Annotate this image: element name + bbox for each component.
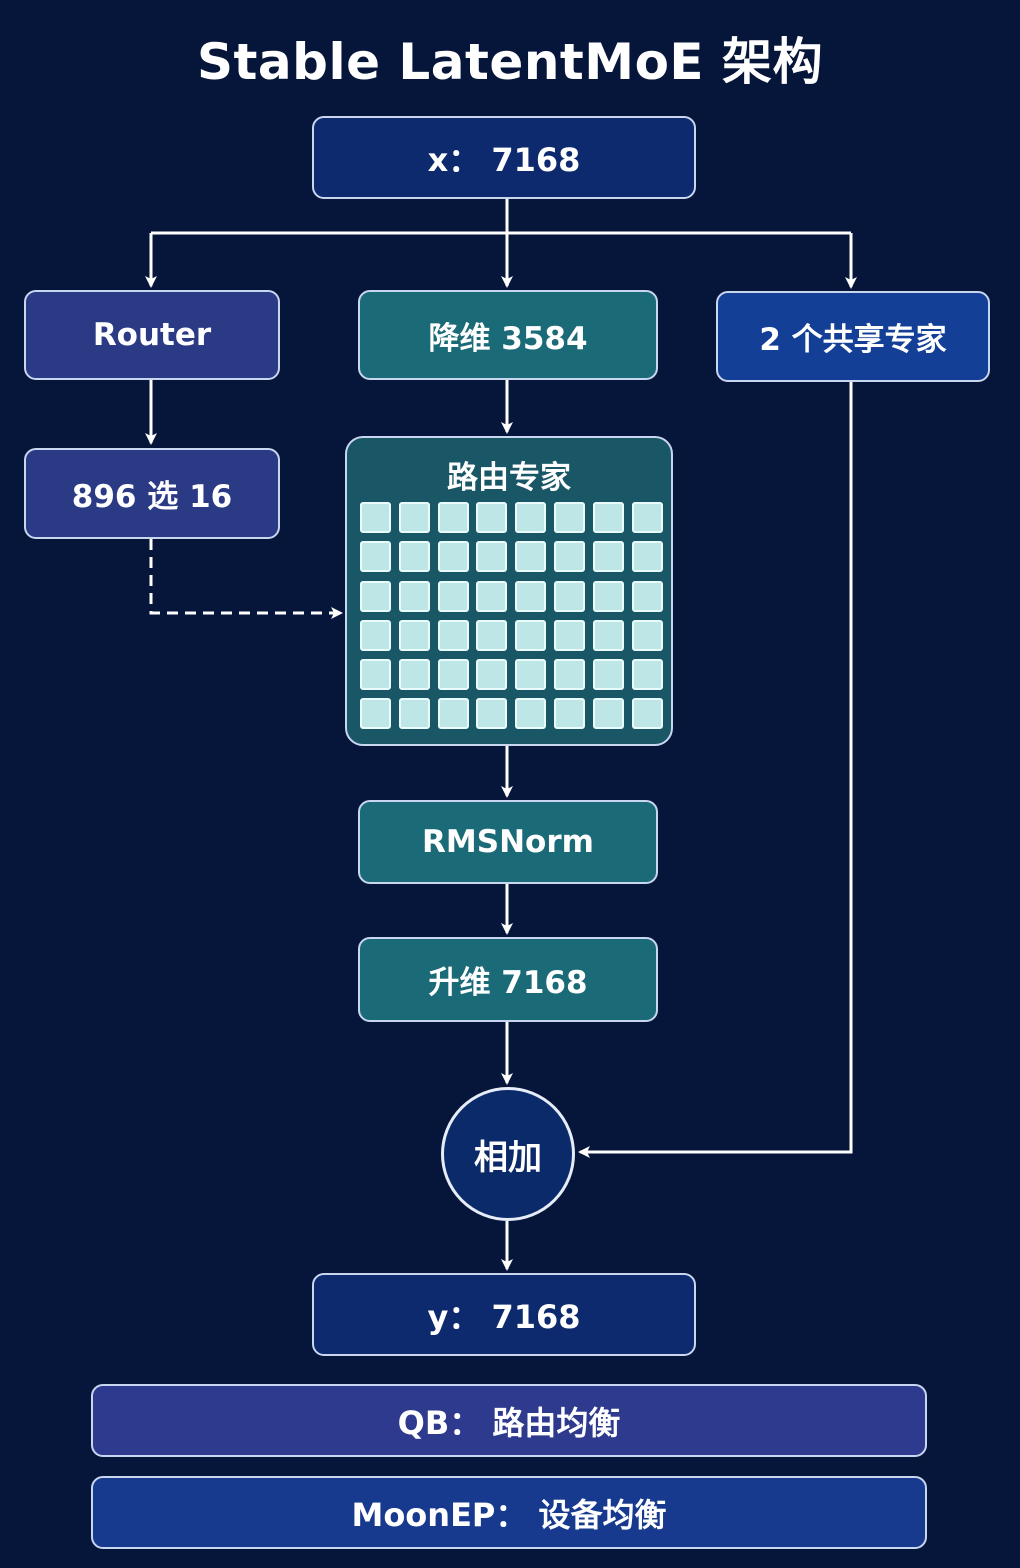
- expert-cell: [553, 659, 585, 691]
- expert-cell: [631, 502, 663, 533]
- topk-label: 896 选 16: [71, 479, 233, 515]
- expert-cell: [360, 619, 391, 651]
- expert-cell: [437, 619, 469, 651]
- expert-cell: [592, 541, 624, 573]
- output-label: y： 7168: [427, 1297, 581, 1336]
- expert-cell: [398, 580, 430, 612]
- add-node: 相加: [441, 1087, 575, 1221]
- expert-cell: [476, 541, 508, 573]
- add-label: 相加: [474, 1137, 542, 1178]
- expert-cell: [553, 502, 585, 533]
- shared-experts-label: 2 个共享专家: [759, 322, 947, 358]
- expert-cell: [398, 502, 430, 533]
- rmsnorm-label: RMSNorm: [422, 824, 594, 860]
- output-node: y： 7168: [312, 1273, 696, 1356]
- expert-cell: [398, 619, 430, 651]
- expert-cell: [592, 502, 624, 533]
- router-node: Router: [24, 290, 280, 380]
- expert-cell: [553, 541, 585, 573]
- expert-cell: [553, 698, 585, 730]
- expert-cell: [437, 698, 469, 730]
- routed-experts-label: 路由专家: [447, 460, 571, 496]
- expert-cell: [553, 580, 585, 612]
- expert-cell: [476, 619, 508, 651]
- up-proj-label: 升维 7168: [428, 965, 588, 1001]
- shared-experts-node: 2 个共享专家: [716, 291, 990, 382]
- rmsnorm-node: RMSNorm: [358, 800, 658, 884]
- expert-cell: [631, 580, 663, 612]
- expert-cell: [592, 659, 624, 691]
- moonep-label: MoonEP： 设备均衡: [351, 1495, 667, 1534]
- arrow-topk-experts-dashed: [149, 539, 343, 619]
- expert-cell: [592, 698, 624, 730]
- topk-node: 896 选 16: [24, 448, 280, 539]
- expert-cell: [515, 502, 547, 533]
- expert-cell: [592, 619, 624, 651]
- expert-cell: [398, 698, 430, 730]
- arrow-shared-add: [578, 381, 853, 1158]
- expert-cell: [476, 659, 508, 691]
- expert-cell: [437, 580, 469, 612]
- down-proj-node: 降维 3584: [358, 290, 658, 380]
- expert-cell: [476, 502, 508, 533]
- expert-cell: [631, 698, 663, 730]
- expert-cell: [360, 659, 391, 691]
- expert-cell: [631, 619, 663, 651]
- router-label: Router: [92, 317, 212, 353]
- qb-label: QB： 路由均衡: [397, 1403, 621, 1442]
- expert-cell: [437, 659, 469, 691]
- expert-cell: [515, 619, 547, 651]
- expert-cell: [515, 541, 547, 573]
- expert-cell: [553, 619, 585, 651]
- input-node: x： 7168: [312, 116, 696, 199]
- expert-cell: [437, 502, 469, 533]
- up-proj-node: 升维 7168: [358, 937, 658, 1022]
- expert-grid: [360, 502, 663, 730]
- down-proj-label: 降维 3584: [428, 320, 588, 357]
- expert-cell: [360, 580, 391, 612]
- expert-cell: [592, 580, 624, 612]
- expert-cell: [515, 580, 547, 612]
- expert-cell: [515, 698, 547, 730]
- moonep-footer-bar: MoonEP： 设备均衡: [91, 1476, 927, 1549]
- page-title: Stable LatentMoE 架构: [197, 33, 823, 91]
- expert-cell: [437, 541, 469, 573]
- expert-cell: [360, 698, 391, 730]
- expert-cell: [360, 541, 391, 573]
- expert-cell: [476, 698, 508, 730]
- qb-footer-bar: QB： 路由均衡: [91, 1384, 927, 1457]
- expert-cell: [631, 541, 663, 573]
- input-label: x： 7168: [427, 140, 581, 179]
- expert-cell: [398, 541, 430, 573]
- expert-cell: [515, 659, 547, 691]
- expert-cell: [398, 659, 430, 691]
- expert-cell: [476, 580, 508, 612]
- expert-cell: [360, 502, 391, 533]
- routed-experts-block: 路由专家: [345, 436, 673, 746]
- expert-cell: [631, 659, 663, 691]
